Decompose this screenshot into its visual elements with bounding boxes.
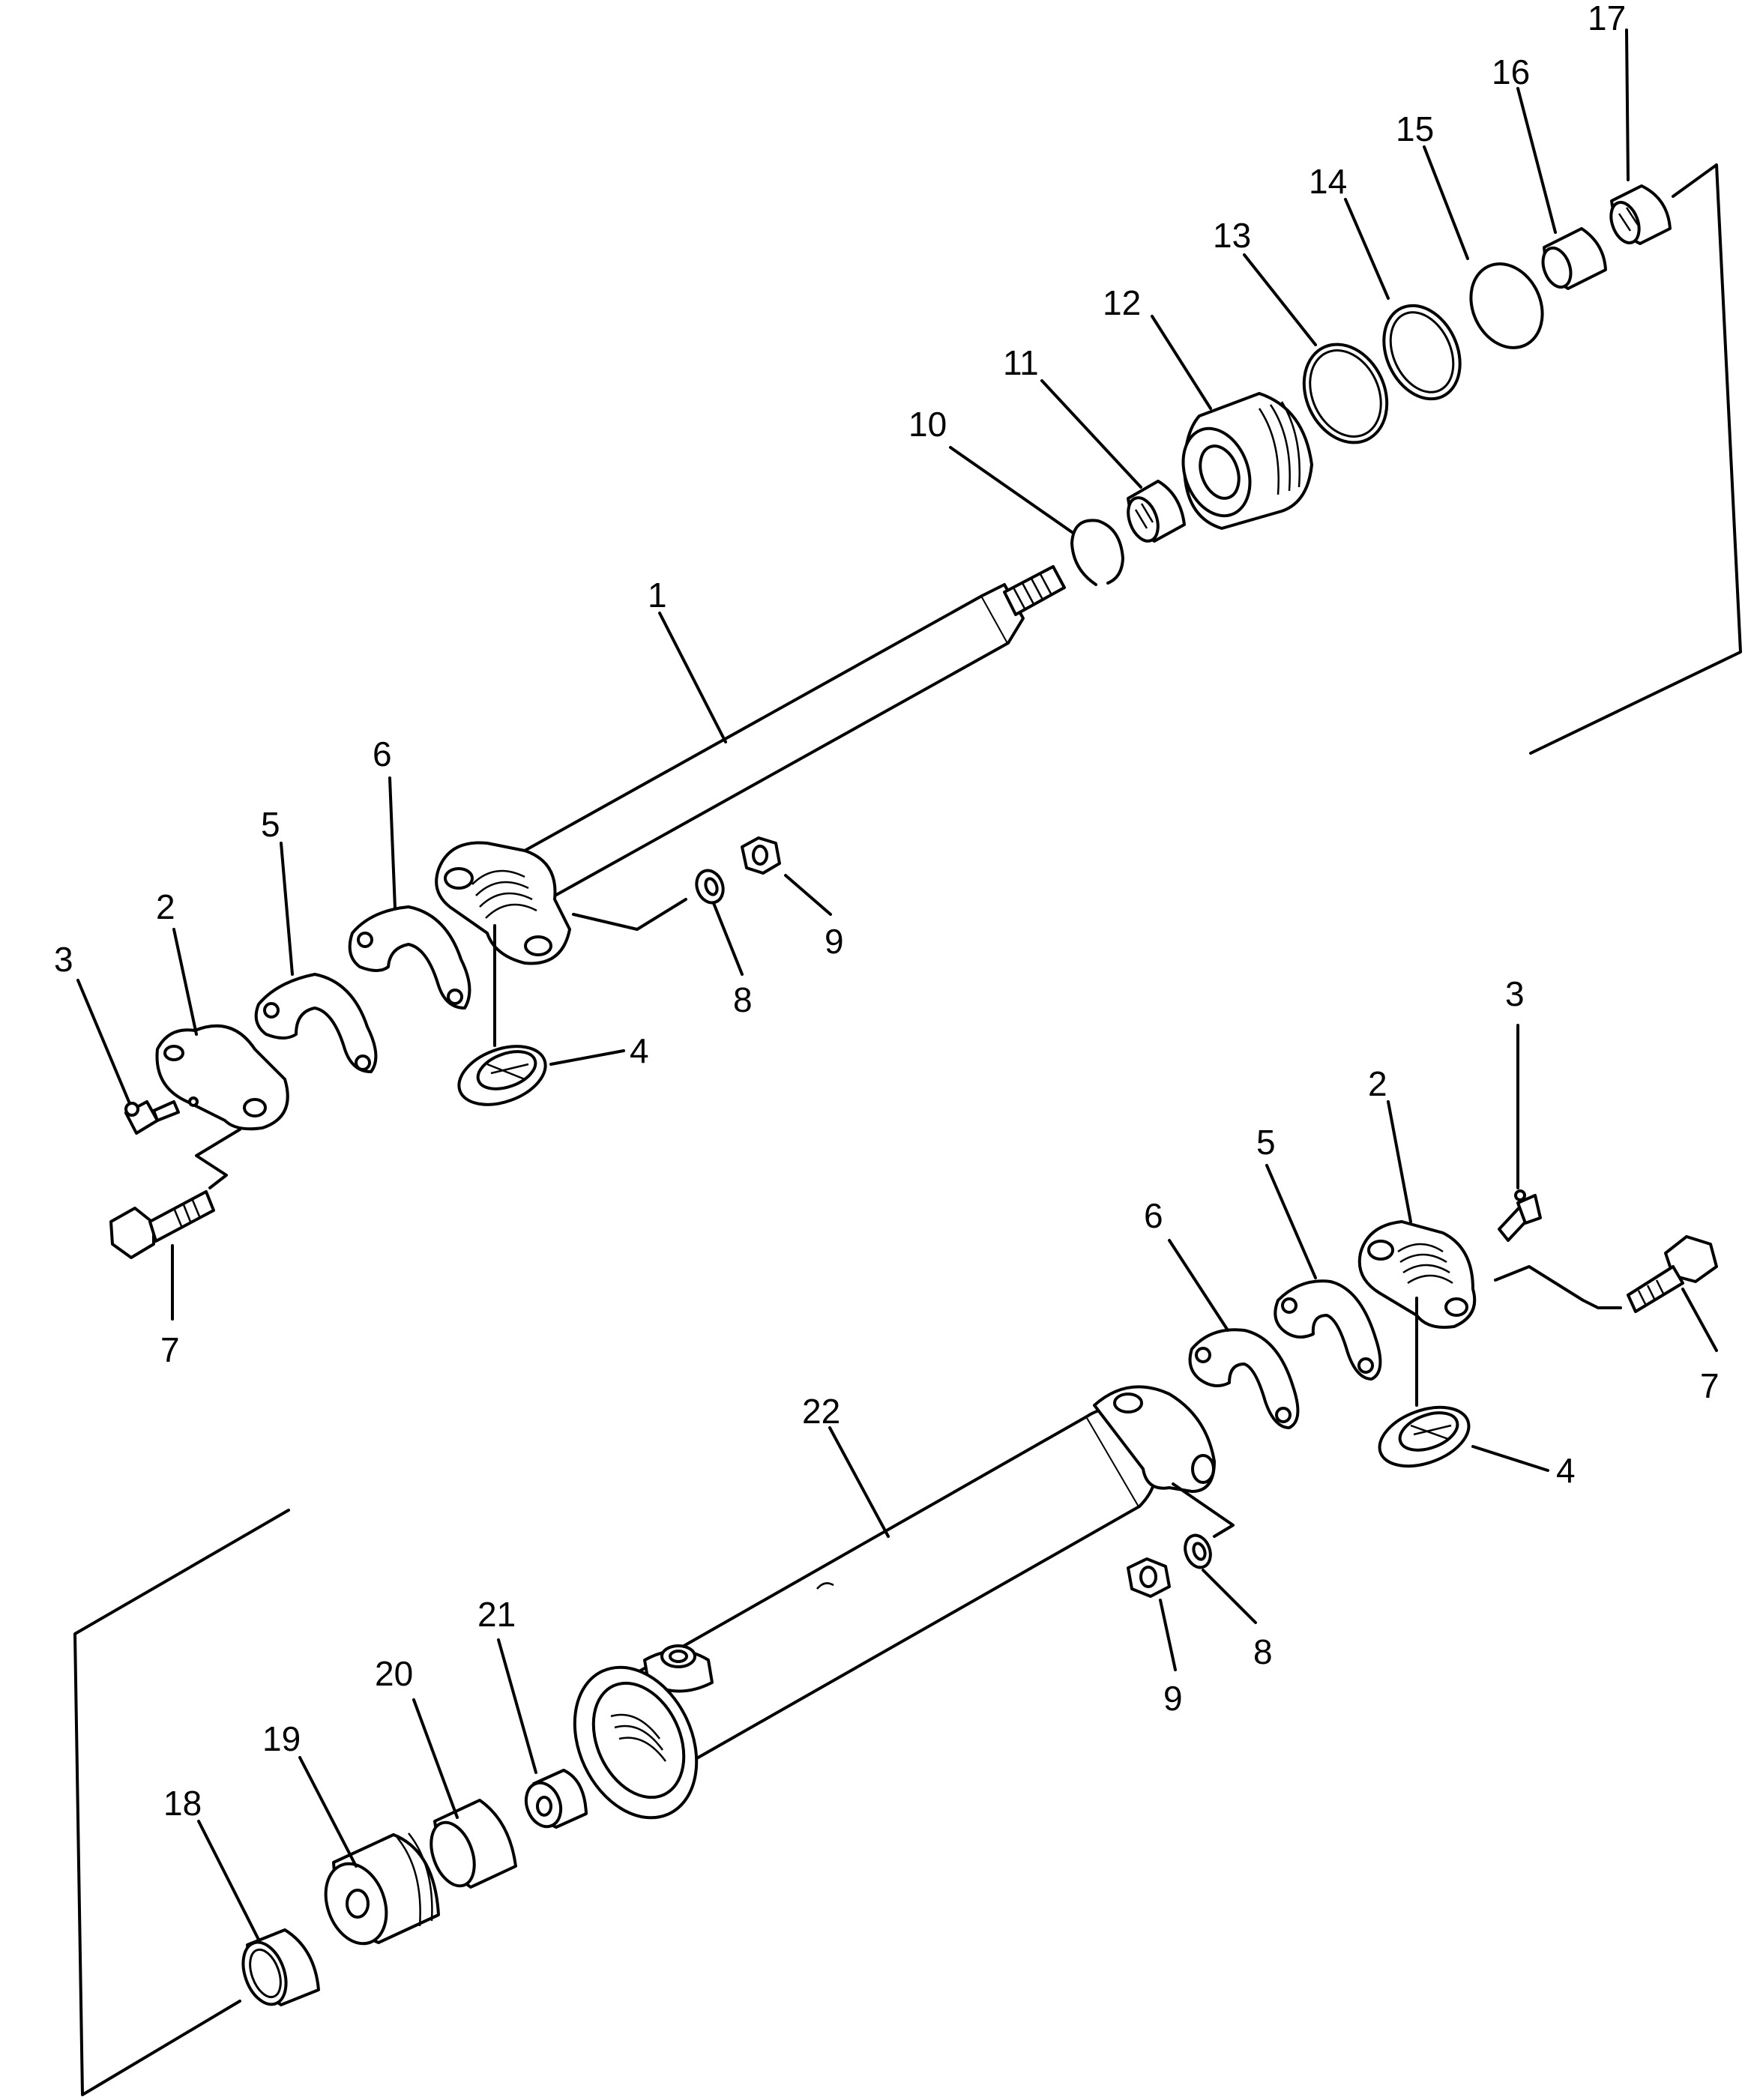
label-ring-13: 13 — [1213, 216, 1251, 255]
ring-15-part — [1469, 262, 1544, 349]
label-ring-15: 15 — [1396, 109, 1434, 148]
cyl-seal-part — [1378, 1405, 1471, 1468]
label-cyl-shim-6: 6 — [1144, 1196, 1163, 1235]
label-rod: 1 — [648, 576, 667, 615]
label-rod-washer: 8 — [733, 980, 753, 1019]
label-piston: 19 — [262, 1719, 301, 1758]
rod-assembly: 1 2 3 5 6 — [54, 0, 1742, 1369]
label-rod-nut: 9 — [825, 922, 844, 961]
label-rod-fitting: 3 — [54, 940, 73, 979]
upper-bracket-frame — [1529, 163, 1742, 755]
ring-13-part — [1302, 343, 1389, 444]
cyl-shim-5-part — [1274, 1279, 1382, 1381]
piston-ring-part — [241, 1928, 320, 2006]
rod-bolt-part — [109, 1190, 215, 1259]
nut-21-part — [524, 1769, 588, 1829]
piston-part — [324, 1832, 440, 1946]
rod-shim-5-part — [254, 973, 378, 1073]
cyl-nut-part — [1127, 1557, 1171, 1598]
label-cyl-shim-5: 5 — [1256, 1123, 1276, 1162]
label-cylinder: 22 — [802, 1392, 840, 1431]
bushing-16-part — [1541, 227, 1607, 290]
bushing-part — [1127, 480, 1186, 543]
rod-washer-part — [695, 869, 725, 905]
rod-nut-part — [741, 836, 781, 875]
label-rod-shim-6: 6 — [373, 734, 392, 773]
cyl-grease-fitting — [1498, 1189, 1542, 1242]
label-cyl-washer: 8 — [1253, 1632, 1273, 1671]
ring-14-part — [1382, 304, 1462, 401]
label-bushing-16: 16 — [1492, 52, 1530, 91]
piston-rod — [435, 565, 1066, 965]
wear-ring-part — [430, 1799, 517, 1889]
label-snap-ring: 10 — [908, 405, 947, 444]
head-part — [1181, 392, 1313, 530]
label-rod-shim-5: 5 — [261, 805, 280, 844]
label-head: 12 — [1103, 283, 1141, 322]
lower-bracket-frame — [73, 1509, 290, 2096]
cyl-bolt-part — [1627, 1235, 1718, 1313]
cyl-shim-6-part — [1188, 1328, 1300, 1429]
label-cyl-cap: 2 — [1368, 1064, 1387, 1103]
label-rod-bolt: 7 — [160, 1330, 180, 1369]
label-nut-21: 21 — [477, 1595, 516, 1634]
label-ring-14: 14 — [1309, 162, 1347, 201]
label-cyl-fitting: 3 — [1505, 974, 1525, 1013]
cyl-cap-part — [1357, 1220, 1477, 1329]
label-bushing: 11 — [1003, 343, 1039, 382]
cylinder-tube — [573, 1385, 1216, 1820]
rod-seal-part — [457, 1045, 547, 1106]
label-cyl-seal: 4 — [1556, 1451, 1576, 1490]
label-rod-cap: 2 — [156, 887, 175, 926]
snap-ring-part — [1070, 519, 1124, 586]
label-rod-seal: 4 — [630, 1031, 649, 1070]
rod-grease-fitting — [124, 1100, 180, 1135]
cylinder-assembly: 22 2 3 5 — [73, 974, 1720, 2096]
label-wear-ring: 20 — [375, 1654, 413, 1693]
rod-shim-6-part — [348, 905, 471, 1010]
label-piston-ring: 18 — [163, 1784, 202, 1823]
label-cyl-nut: 9 — [1163, 1679, 1183, 1718]
cyl-washer-part — [1184, 1533, 1212, 1569]
rod-cap-part — [155, 1024, 289, 1131]
label-cyl-bolt: 7 — [1700, 1366, 1720, 1405]
label-seal-17: 17 — [1588, 0, 1626, 37]
seal-17-part — [1609, 184, 1672, 245]
